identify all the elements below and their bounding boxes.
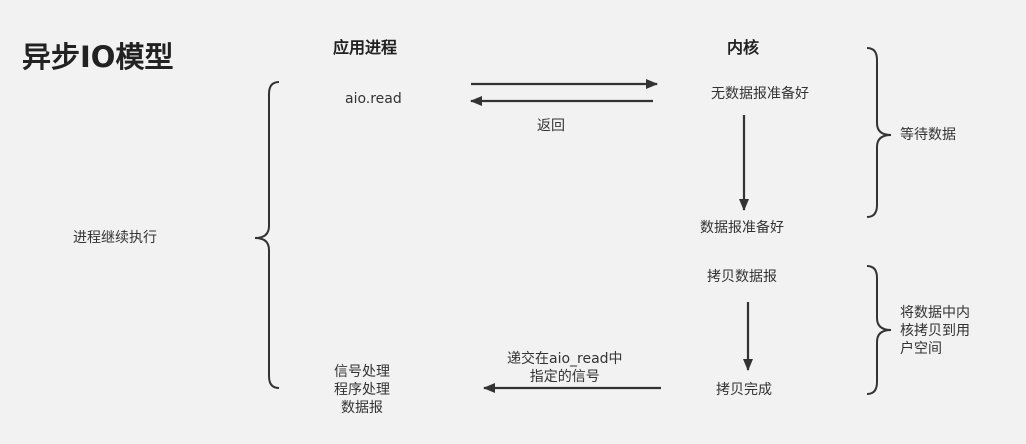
label-copy-data: 拷贝数据报: [707, 269, 777, 285]
header-app-process: 应用进程: [333, 38, 398, 57]
label-copy-to-user: 将数据中内 核拷贝到用 户空间: [900, 305, 970, 358]
brace-copy-to-user: [866, 265, 892, 395]
label-signal-handler: 信号处理 程序处理 数据报: [334, 364, 390, 417]
label-deliver-signal: 递交在aio_read中 指定的信号: [507, 351, 623, 386]
brace-wait-data: [866, 47, 892, 218]
label-aio-read: aio.read: [345, 91, 402, 107]
label-continue-exec: 进程继续执行: [73, 230, 157, 246]
brace-continue-exec: [254, 81, 280, 389]
label-return: 返回: [537, 118, 565, 134]
diagram-title: 异步IO模型: [22, 40, 174, 74]
header-kernel: 内核: [727, 38, 760, 57]
label-copy-done: 拷贝完成: [716, 382, 772, 398]
label-no-data-ready: 无数据报准备好: [711, 86, 809, 102]
label-data-ready: 数据报准备好: [700, 220, 784, 236]
label-wait-data: 等待数据: [900, 127, 956, 143]
